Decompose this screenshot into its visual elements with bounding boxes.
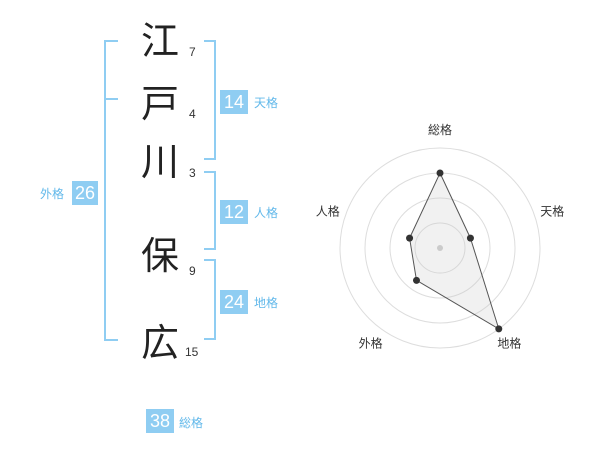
radar-grid-ring	[339, 147, 541, 349]
stroke-count-5: 15	[185, 345, 199, 359]
gaikaku-label: 外格	[40, 187, 65, 201]
soukaku-value: 38	[146, 409, 174, 433]
tenkaku-bracket	[204, 40, 216, 160]
radar-grid-ring	[414, 222, 466, 274]
jinkaku-label: 人格	[254, 206, 279, 220]
radar-point-1	[436, 169, 444, 177]
chikaku-label: 地格	[254, 296, 279, 310]
radar-point-2	[466, 234, 474, 242]
gaikaku-inner-tick	[104, 98, 118, 100]
radar-point-5	[406, 234, 414, 242]
radar-axis-label-4: 外格	[359, 335, 383, 350]
chikaku-value: 24	[220, 290, 248, 314]
stroke-count-1: 7	[189, 45, 196, 59]
name-char-2: 戸	[140, 82, 179, 126]
tenkaku-value: 14	[220, 90, 248, 114]
soukaku-label: 総格	[179, 416, 204, 430]
radar-axis-label-2: 天格	[540, 204, 564, 219]
radar-axis-label-1: 総格	[428, 122, 452, 137]
gaikaku-value: 26	[72, 181, 98, 205]
radar-grid-ring	[389, 197, 491, 299]
radar-center	[437, 245, 443, 251]
radar-axis-label-3: 地格	[497, 335, 521, 350]
jinkaku-value: 12	[220, 200, 248, 224]
radar-point-4	[412, 276, 420, 284]
jinkaku-bracket	[204, 171, 216, 250]
name-char-5: 広	[140, 321, 179, 365]
chikaku-bracket	[204, 259, 216, 340]
gaikaku-bracket	[104, 40, 118, 341]
radar-series-polygon	[409, 171, 500, 330]
radar-axis-label-5: 人格	[316, 204, 340, 219]
stroke-count-2: 4	[189, 107, 196, 121]
name-char-3: 川	[140, 140, 179, 184]
stroke-count-3: 3	[189, 166, 196, 180]
name-char-4: 保	[140, 234, 179, 278]
name-char-1: 江	[140, 19, 179, 63]
radar-point-3	[495, 325, 503, 333]
stroke-count-4: 9	[189, 264, 196, 278]
tenkaku-label: 天格	[254, 96, 279, 110]
